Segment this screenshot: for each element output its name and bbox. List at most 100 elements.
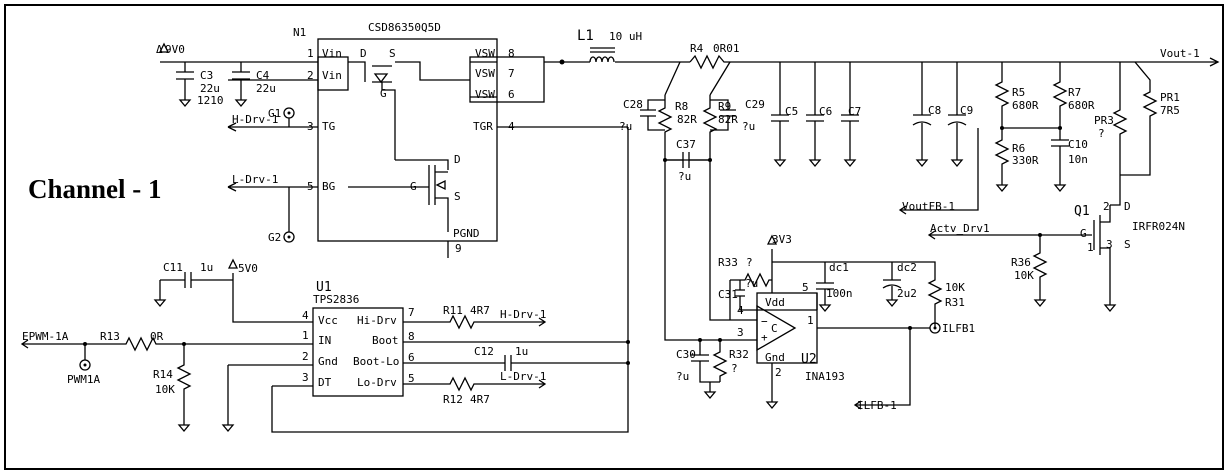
c3-pkg: 1210: [197, 94, 224, 107]
dc1-ref: dc1: [829, 261, 849, 274]
u1-pin-3: 3: [302, 371, 309, 384]
n1-pin-tgr: TGR: [473, 120, 493, 133]
c8-ref: C8: [928, 104, 941, 117]
c29-val: ?u: [742, 120, 755, 133]
pr1-ref: PR1: [1160, 91, 1180, 104]
l1-inductor: [589, 47, 615, 63]
c11-ref: C11: [163, 261, 183, 274]
c9-ref: C9: [960, 104, 973, 117]
ls-fet-s: S: [454, 190, 461, 203]
u2-pin-5: 5: [802, 281, 809, 294]
r33-ref: R33: [718, 256, 738, 269]
c30-val: ?u: [676, 370, 689, 383]
tp-g1-label: G1: [268, 107, 281, 120]
r5-val: 680R: [1012, 99, 1039, 112]
net-3v3-label: 3V3: [772, 233, 792, 246]
feedback-divider: VoutFB-1 R5 680R R6 330R R7 680R C10 10n: [898, 62, 1095, 215]
n1-pin-pgnd: PGND: [453, 227, 480, 240]
input-supply: Δ 9V0 C3 22u 1210 C4 22u: [156, 42, 276, 108]
dc2-val: 2u2: [897, 287, 917, 300]
r31-val: 10K: [945, 281, 965, 294]
c37-ref: C37: [676, 138, 696, 151]
channel-title: Channel - 1: [28, 174, 162, 204]
q1-ref: Q1: [1074, 204, 1090, 219]
r32-val: ?: [731, 362, 738, 375]
c3-val: 22u: [200, 82, 220, 95]
c37: [665, 152, 710, 168]
active-load: PR3 ? PR1 7R5 Q1 IRFR024N 2 D G 1 3 S Ac…: [927, 61, 1185, 313]
u2-minus: −: [761, 315, 768, 328]
r14: [176, 344, 192, 433]
dc1: [816, 262, 834, 313]
c4-ref: C4: [256, 69, 270, 82]
net-actv-drv: Actv_Drv1: [930, 222, 990, 235]
u2-gnd: Gnd: [765, 351, 785, 364]
u2-current-sense: Vdd Gnd C + − 5 4 3 1 2 U2 INA193 ILFB1 …: [676, 233, 975, 412]
r36: [1032, 235, 1048, 308]
pr1: [1120, 61, 1158, 176]
u1-gate-driver: U1 TPS2836 4 Vcc 1 IN 2 Gnd 3 DT 7 Hi-Dr…: [20, 127, 630, 433]
c30-ref: C30: [676, 348, 696, 361]
c28: [640, 99, 665, 131]
u1-gnd: Gnd: [318, 355, 338, 368]
u2-plus: +: [761, 331, 768, 344]
c28-ref: C28: [623, 98, 643, 111]
r8: [657, 95, 710, 161]
u2-vdd: Vdd: [765, 296, 785, 309]
net-5v0-label: 5V0: [238, 262, 258, 275]
c12: [403, 341, 628, 371]
n1-vin-box: [317, 56, 349, 91]
net-ldrv-right: L-Drv-1: [500, 370, 546, 383]
u1-part: TPS2836: [313, 293, 359, 306]
q1-pin-3: 3: [1106, 238, 1113, 251]
r13-ref: R13: [100, 330, 120, 343]
dc2: [882, 262, 902, 308]
u1-pin-4: 4: [302, 309, 309, 322]
r13-val: 0R: [150, 330, 164, 343]
r4-ref: R4: [690, 42, 704, 55]
r12-ref: R12: [443, 393, 463, 406]
q1-pin-s: S: [1124, 238, 1131, 251]
c5-ref: C5: [785, 105, 798, 118]
n1-pin-8: 8: [508, 47, 515, 60]
pr3-val: ?: [1098, 127, 1105, 140]
r11-ref: R11: [443, 304, 463, 317]
n1-pin-vin2: Vin: [322, 69, 342, 82]
n1-pin-bg: BG: [322, 180, 335, 193]
u2-pin-1: 1: [807, 314, 814, 327]
q1-pin-g: G: [1080, 227, 1087, 240]
n1-pin-vsw1: VSW: [475, 47, 495, 60]
r32-ref: R32: [729, 348, 749, 361]
r4-shunt: [689, 54, 1218, 70]
ls-fet-g: G: [410, 180, 417, 193]
net-9v0: Δ: [156, 43, 163, 56]
u1-lodrv: Lo-Drv: [357, 376, 397, 389]
n1-ref: N1: [293, 26, 306, 39]
c6-ref: C6: [819, 105, 832, 118]
r6-val: 330R: [1012, 154, 1039, 167]
q1-fet: [927, 205, 1111, 305]
gate-drive-nets: G1 G2 H-Drv-1 L-Drv-1: [227, 107, 295, 244]
q1-part: IRFR024N: [1132, 220, 1185, 233]
r12-val: 4R7: [470, 393, 490, 406]
dc1-val: 100n: [826, 287, 853, 300]
hs-fet-d: D: [360, 47, 367, 60]
r7-ref: R7: [1068, 86, 1081, 99]
net-hdrv-right: H-Drv-1: [500, 308, 546, 321]
hs-fet-g: G: [380, 87, 387, 100]
r36-val: 10K: [1014, 269, 1034, 282]
u1-dt: DT: [318, 376, 332, 389]
r9-ref: R9: [718, 100, 731, 113]
u2-part: INA193: [805, 370, 845, 383]
r31-ref: R31: [945, 296, 965, 309]
c12-val: 1u: [515, 345, 528, 358]
r5-ref: R5: [1012, 86, 1025, 99]
q1-pin-2: 2: [1103, 200, 1110, 213]
q1-pin-1: 1: [1087, 241, 1094, 254]
u1-boot: Boot: [372, 334, 399, 347]
n1-pin-vsw3: VSW: [475, 88, 495, 101]
u2-c: C: [771, 322, 778, 335]
tp-pwm1a-label: PWM1A: [67, 373, 100, 386]
u1-pin-2: 2: [302, 350, 309, 363]
